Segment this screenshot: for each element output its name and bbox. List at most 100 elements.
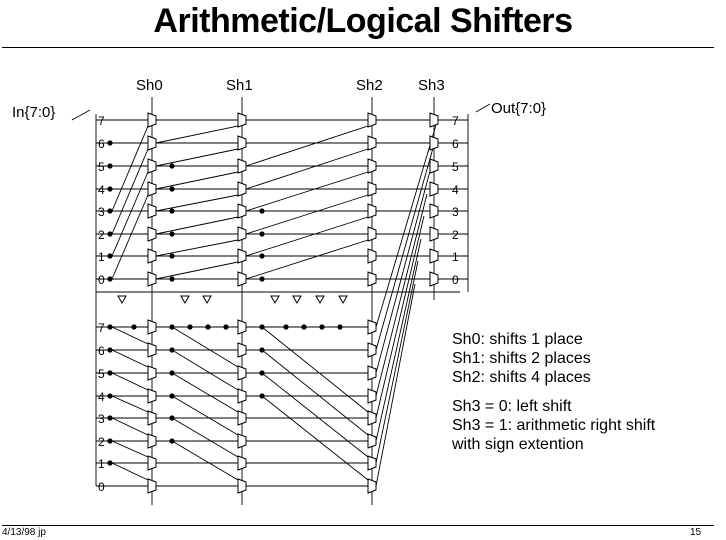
lower-bit-label-1: 1 [98, 457, 105, 471]
lower-shift1-diagonal [111, 462, 149, 481]
lower-shift2-diagonal [171, 440, 239, 481]
output-bit-label-3: 3 [452, 205, 459, 219]
upper-shift1-diagonal [155, 194, 239, 212]
mux-sh1 [237, 271, 247, 287]
mux-sh0-lower [147, 342, 157, 358]
mux-sh1-lower [237, 433, 247, 449]
lower-shift4-diagonal [261, 395, 369, 481]
junction-dot [205, 324, 211, 330]
mux-sh1 [237, 158, 247, 174]
mux-sh1 [237, 135, 247, 151]
right-shift-return-wire [375, 124, 437, 328]
junction-dot [169, 208, 175, 214]
upper-shift1-diagonal [155, 148, 239, 167]
mux-sh0 [147, 181, 157, 197]
junction-dot [259, 370, 265, 376]
junction-dot [107, 393, 113, 399]
lower-shift1-diagonal [111, 372, 149, 391]
mux-sh2 [367, 112, 377, 128]
upper-bit-label-2: 2 [98, 228, 105, 242]
lower-bit-label-5: 5 [98, 367, 105, 381]
mux-sh0-lower [147, 455, 157, 471]
junction-dot [187, 324, 193, 330]
ground-triangle [292, 295, 302, 305]
junction-dot [107, 253, 113, 259]
mux-sh1-lower [237, 319, 247, 335]
right-shift-return-wire [375, 193, 428, 397]
junction-dot [107, 186, 113, 192]
shift-amount-notes: Sh0: shifts 1 place Sh1: shifts 2 places… [452, 330, 591, 387]
mux-sh0 [147, 158, 157, 174]
mux-sh2-lower [367, 319, 377, 335]
junction-dot [169, 393, 175, 399]
junction-dot [259, 208, 265, 214]
mux-sh2 [367, 248, 377, 264]
mux-sh2 [367, 226, 377, 242]
lower-bit-label-6: 6 [98, 344, 105, 358]
junction-dot [107, 370, 113, 376]
note-sign-extension: with sign extention [452, 436, 584, 453]
output-bit-label-1: 1 [452, 250, 459, 264]
junction-dot [283, 324, 289, 330]
upper-bit-label-5: 5 [98, 160, 105, 174]
right-shift-return-wire [375, 238, 422, 442]
lower-shift1-diagonal [111, 326, 149, 345]
mux-sh2 [367, 271, 377, 287]
footer-date: 4/13/98 jp [2, 527, 46, 538]
junction-dot [259, 231, 265, 237]
junction-dot [169, 415, 175, 421]
upper-shift1-diagonal [155, 261, 239, 280]
upper-shift1-diagonal [155, 125, 239, 144]
upper-bit-label-0: 0 [98, 273, 105, 287]
note-sh2: Sh2: shifts 4 places [452, 369, 591, 386]
lower-shift2-diagonal [171, 349, 239, 391]
mux-sh3 [429, 203, 439, 219]
mux-sh0-lower [147, 388, 157, 404]
junction-dot [259, 276, 265, 282]
upper-shift2-diagonal [245, 125, 369, 167]
right-shift-return-wire [375, 260, 419, 464]
mux-sh0-lower [147, 410, 157, 426]
junction-dot [107, 163, 113, 169]
mux-sh1 [237, 112, 247, 128]
mux-sh1-lower [237, 342, 247, 358]
junction-dot [169, 163, 175, 169]
junction-dot [169, 438, 175, 444]
junction-dot [301, 324, 307, 330]
right-shift-return-wire [375, 147, 434, 351]
junction-dot [107, 460, 113, 466]
mux-sh1-lower [237, 365, 247, 381]
mux-sh0 [147, 248, 157, 264]
output-bus-slash [475, 103, 491, 113]
lower-bit-label-3: 3 [98, 412, 105, 426]
lower-shift1-diagonal [111, 440, 149, 458]
shift-mode-notes: Sh3 = 0: left shift Sh3 = 1: arithmetic … [452, 397, 655, 454]
upper-shift4-diagonal [111, 125, 149, 212]
lower-bit-label-7: 7 [98, 321, 105, 335]
ground-triangle [338, 295, 348, 305]
mux-sh3 [429, 248, 439, 264]
output-bit-label-0: 0 [452, 273, 459, 287]
mux-sh2-lower [367, 365, 377, 381]
lower-bit-label-2: 2 [98, 435, 105, 449]
mux-sh0-lower [147, 365, 157, 381]
mux-sh0-lower [147, 319, 157, 335]
upper-bit-label-1: 1 [98, 250, 105, 264]
junction-dot [169, 186, 175, 192]
upper-shift1-diagonal [155, 171, 239, 190]
lower-shift1-diagonal [111, 349, 149, 368]
upper-bit-label-4: 4 [98, 183, 105, 197]
mux-sh0-lower [147, 478, 157, 494]
mux-sh1-lower [237, 410, 247, 426]
select-label-sh1: Sh1 [226, 77, 253, 94]
title-divider [2, 47, 714, 48]
right-shift-return-wire [375, 170, 431, 374]
mux-sh0-lower [147, 433, 157, 449]
mux-sh0 [147, 271, 157, 287]
junction-dot [131, 324, 137, 330]
mux-sh3 [429, 158, 439, 174]
junction-dot [169, 347, 175, 353]
select-label-sh3: Sh3 [418, 77, 445, 94]
upper-shift2-diagonal [245, 216, 369, 257]
right-shift-return-wire [375, 283, 416, 487]
